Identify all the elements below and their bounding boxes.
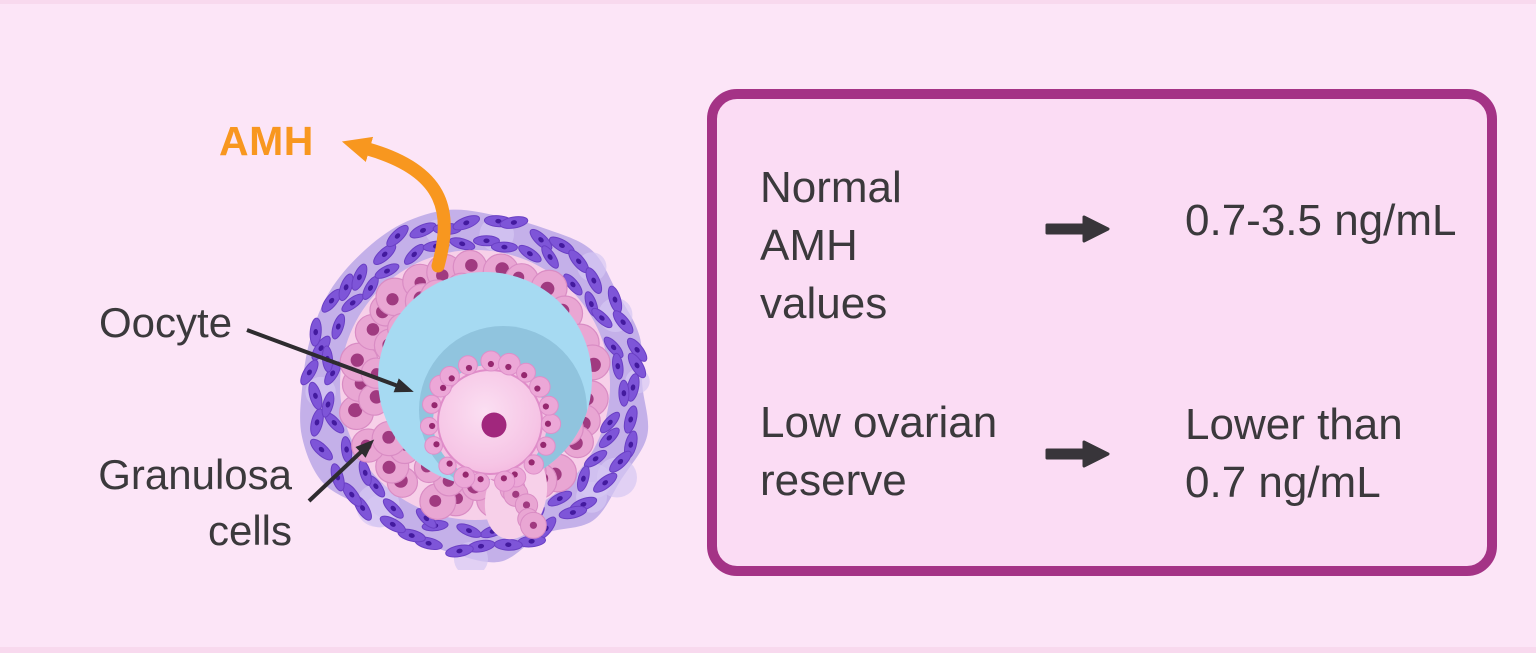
- granulosa-label-line1: Granulosa: [98, 451, 292, 498]
- normal-amh-value: 0.7-3.5 ng/mL: [1185, 192, 1457, 250]
- low-reserve-label-line1: Low ovarian: [760, 398, 998, 447]
- normal-amh-value-line1: 0.7-3.5 ng/mL: [1185, 196, 1457, 245]
- top-edge-strip: [0, 0, 1536, 4]
- low-reserve-value-line2: 0.7 ng/mL: [1185, 458, 1381, 507]
- normal-amh-label-line3: values: [760, 279, 888, 328]
- right-arrow-icon: [1045, 440, 1110, 468]
- amh-values-box: Normal AMH values 0.7-3.5 ng/mL Low ovar…: [707, 89, 1497, 576]
- low-reserve-value-line1: Lower than: [1185, 400, 1403, 449]
- low-reserve-label-line2: reserve: [760, 456, 907, 505]
- ovarian-follicle-illustration: [300, 209, 650, 570]
- oocyte-label: Oocyte: [99, 299, 233, 346]
- bottom-edge-strip: [0, 647, 1536, 653]
- right-arrow-icon: [1045, 215, 1110, 243]
- granulosa-cells-label: Granulosa cells: [96, 447, 292, 559]
- amh-hormone-label: AMH: [219, 118, 314, 164]
- low-reserve-value: Lower than 0.7 ng/mL: [1185, 396, 1403, 512]
- normal-amh-label-line1: Normal: [760, 163, 902, 212]
- normal-amh-label-line2: AMH: [760, 221, 858, 270]
- normal-amh-label: Normal AMH values: [760, 159, 902, 333]
- granulosa-label-line2: cells: [207, 507, 292, 554]
- low-reserve-label: Low ovarian reserve: [760, 394, 997, 510]
